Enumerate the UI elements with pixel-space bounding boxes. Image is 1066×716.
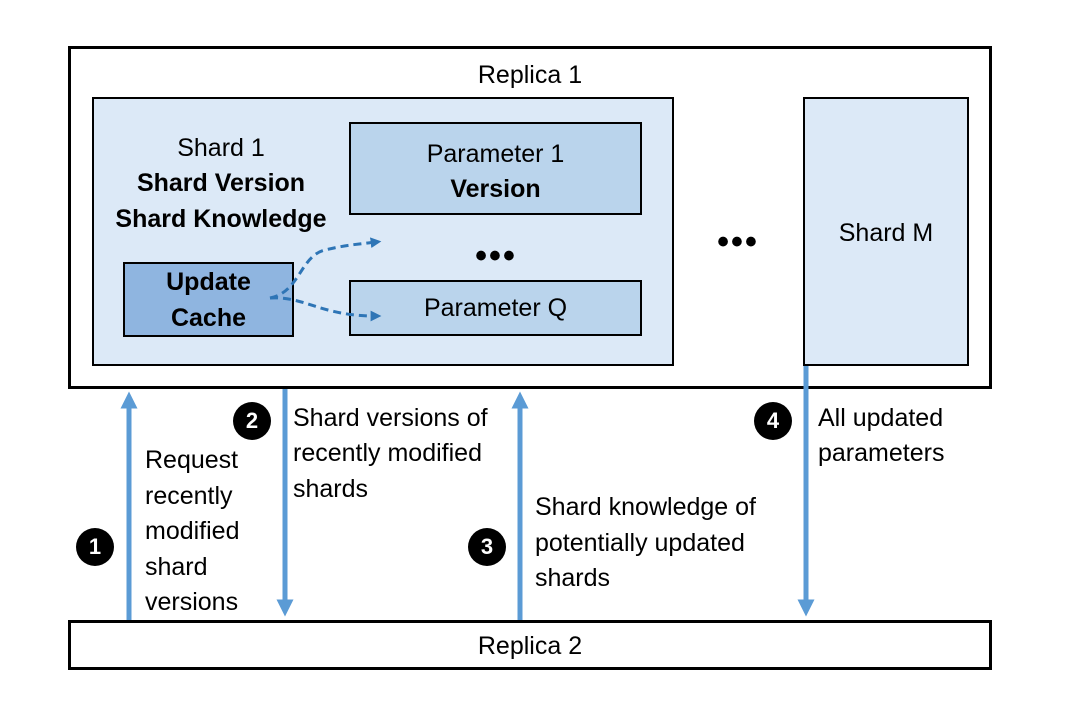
step-2-text-line3: shards [293, 475, 369, 503]
parameter-q-label: Parameter Q [423, 294, 568, 322]
replica-1-label: Replica 1 [477, 61, 583, 89]
cache-to-parameter-q-arrow [269, 296, 382, 322]
step-1-text-line5: versions [145, 588, 239, 616]
parameter-1-label: Parameter 1 [426, 140, 565, 168]
step-4-text-line1: All updated [818, 404, 944, 432]
step-1-badge: 1 [76, 528, 114, 566]
step-2-text-line2: recently modified [293, 439, 482, 467]
update-cache-line1: Update [166, 268, 251, 296]
replica-2-box [68, 620, 992, 670]
step-2-badge: 2 [233, 402, 271, 440]
step-1-text-line4: shard [145, 553, 208, 581]
step-4-badge: 4 [754, 402, 792, 440]
update-cache-box [123, 262, 294, 337]
shard-1-title: Shard 1 [177, 134, 265, 162]
step-1-text-line3: modified [145, 517, 240, 545]
step-1-text-line1: Request [145, 446, 239, 474]
shard-m-box [803, 97, 969, 366]
cache-to-parameters-arrow [269, 237, 382, 300]
step-3-text-line1: Shard knowledge of [535, 493, 756, 521]
parameter-1-version: Version [450, 175, 541, 203]
step-3-text-line2: potentially updated [535, 529, 745, 557]
step-1-text-line2: recently [145, 482, 233, 510]
step-3-badge: 3 [468, 528, 506, 566]
parameter-1-box [349, 122, 642, 215]
shard-knowledge-label: Shard Knowledge [115, 205, 327, 233]
step-3-text-line3: shards [535, 564, 611, 592]
step-2-text-line1: Shard versions of [293, 404, 488, 432]
shard-version-label: Shard Version [136, 169, 306, 197]
parameter-q-box [349, 280, 642, 336]
shard-m-label: Shard M [838, 219, 934, 247]
step-4-text-line2: parameters [818, 439, 945, 467]
replica-2-label: Replica 2 [477, 632, 583, 660]
update-cache-line2: Cache [170, 304, 247, 332]
